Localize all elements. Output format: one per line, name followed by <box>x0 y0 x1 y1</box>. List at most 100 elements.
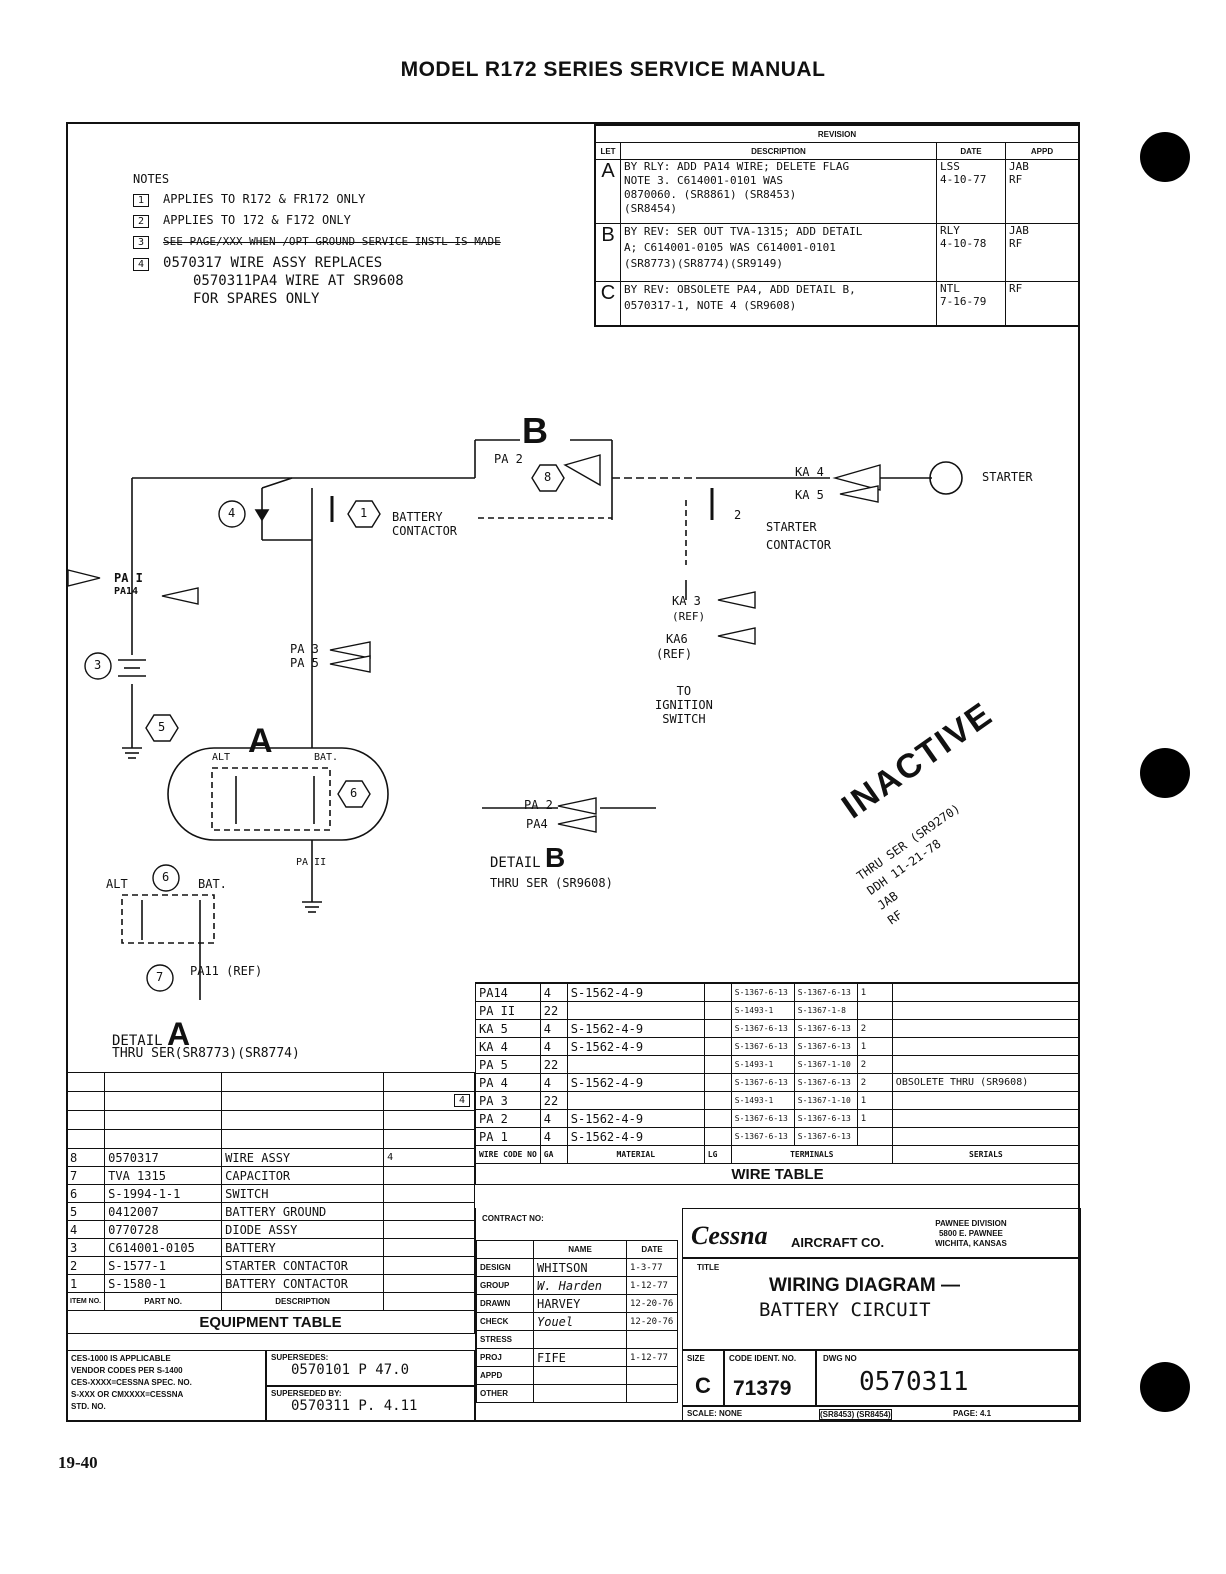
wire-serial <box>891 1019 1081 1038</box>
wire-terminal: S-1367-6-13 <box>730 1109 795 1128</box>
superseded-by-label: SUPERSEDED BY: <box>271 1389 342 1398</box>
label-line: CONTACTOR <box>392 524 458 538</box>
wire-flag <box>856 1001 893 1020</box>
detail-b-pa4: PA4 <box>526 817 548 831</box>
sign-date: 1-12-77 <box>626 1348 678 1367</box>
note-text: APPLIES TO R172 & FR172 ONLY <box>163 192 366 206</box>
wire-code: KA 4 <box>475 1037 541 1056</box>
drawing-subtitle: BATTERY CIRCUIT <box>759 1299 931 1321</box>
ka6-label: KA6 <box>666 632 688 646</box>
wire-hdr: WIRE CODE NO <box>475 1145 541 1164</box>
detail-a-serial: THRU SER(SR8773)(SR8774) <box>112 1046 300 1061</box>
equip-hdr: PART NO. <box>104 1292 223 1311</box>
ces-line: S-XXX OR CMXXXX=CESSNA <box>71 1390 184 1399</box>
sign-date: 1-12-77 <box>626 1276 678 1295</box>
sign-date <box>626 1366 678 1385</box>
detail-b-marker: B <box>522 410 548 451</box>
wire-code: PA 2 <box>475 1109 541 1128</box>
wire-ga: 4 <box>539 1109 568 1128</box>
detail-b-pa2: PA 2 <box>524 798 553 812</box>
code-label: CODE IDENT. NO. <box>729 1354 797 1363</box>
page-title: MODEL R172 SERIES SERVICE MANUAL <box>400 58 826 81</box>
callout-circle <box>218 500 246 528</box>
wire-hdr: SERIALS <box>891 1145 1081 1164</box>
wire-terminal: S-1367-6-13 <box>730 1127 795 1146</box>
signer <box>533 1366 627 1385</box>
note-text: SEE PAGE/XXX WHEN /OPT GROUND SERVICE IN… <box>163 235 501 248</box>
wire-hdr: MATERIAL <box>566 1145 705 1164</box>
rev-appd-initials: JAB <box>1009 160 1029 174</box>
division-line: 5800 E. PAWNEE <box>938 1229 1003 1238</box>
table-row: APPD <box>476 1366 678 1385</box>
wire-serial <box>891 1091 1081 1110</box>
wire-flag <box>856 1127 893 1146</box>
pa1-label: PA I <box>114 571 143 585</box>
ignition-label: TO IGNITION SWITCH <box>655 684 713 726</box>
equip-no: 5 <box>65 1202 106 1221</box>
wire-flag: 1 <box>856 1091 893 1110</box>
division-block: PAWNEE DIVISION 5800 E. PAWNEE WICHITA, … <box>935 1219 1007 1249</box>
rev-desc-line: 0570317-1, NOTE 4 (SR9608) <box>624 299 797 312</box>
ka6-ref: (REF) <box>656 647 693 661</box>
wire-flag: 2 <box>856 1073 893 1092</box>
rev-date-initials: LSS <box>940 160 960 174</box>
wire-flag: 2 <box>856 1055 893 1074</box>
note-flag: 4 <box>133 258 150 271</box>
callout-1: 1 <box>360 506 368 520</box>
wire-hdr: LG <box>703 1145 732 1164</box>
note-4-line3: FOR SPARES ONLY <box>193 291 320 307</box>
binder-hole-top <box>1140 132 1190 182</box>
equip-desc: BATTERY GROUND <box>221 1202 385 1221</box>
revision-row: A BY RLY: ADD PA14 WIRE; DELETE FLAG NOT… <box>594 159 1080 224</box>
wire-ga: 4 <box>539 1073 568 1092</box>
ka3-label: KA 3 <box>672 594 701 608</box>
equip-desc: BATTERY CONTACTOR <box>221 1274 385 1293</box>
flag-triangle <box>717 627 756 645</box>
wire-hdr: TERMINALS <box>730 1145 893 1164</box>
role: APPD <box>476 1366 534 1385</box>
callout-6: 6 <box>350 786 358 800</box>
title-box: TITLE WIRING DIAGRAM — BATTERY CIRCUIT <box>682 1258 1081 1350</box>
wire-serial <box>891 1127 1081 1146</box>
callout-5: 5 <box>158 720 166 734</box>
detail-letter: A <box>167 1016 191 1052</box>
size-value: C <box>695 1373 711 1398</box>
equip-part: 0570317 <box>104 1148 223 1167</box>
wire-material: S-1562-4-9 <box>566 1019 705 1038</box>
equip-desc: CAPACITOR <box>221 1166 385 1185</box>
wire-terminal: S-1367-6-13 <box>793 1019 858 1038</box>
wire-flag: 2 <box>856 1019 893 1038</box>
wire-flag: 1 <box>856 1109 893 1128</box>
equip-no: 6 <box>65 1184 106 1203</box>
equip-part: 0770728 <box>104 1220 223 1239</box>
wire-ga: 4 <box>539 982 568 1002</box>
supersedes-value: 0570101 P 47.0 <box>291 1362 410 1378</box>
note-flag: 1 <box>133 194 150 207</box>
small-switch-bat: BAT. <box>198 877 227 891</box>
signer <box>533 1384 627 1403</box>
dwg-box: DWG NO 0570311 <box>816 1350 1081 1406</box>
wire-terminal: S-1367-6-13 <box>730 982 795 1002</box>
sign-date <box>626 1384 678 1403</box>
equip-part: S-1577-1 <box>104 1256 223 1275</box>
rev-desc-line: (SR8454) <box>624 202 677 215</box>
equip-part: 0412007 <box>104 1202 223 1221</box>
rev-appd: RF <box>1005 281 1080 326</box>
sign-date: 12-20-76 <box>626 1294 678 1313</box>
pa2-label: PA 2 <box>494 452 523 466</box>
sr-reference: (SR8453) (SR8454) <box>819 1409 892 1420</box>
switch-alt-label: ALT <box>212 752 231 763</box>
signer: WHITSON <box>533 1258 627 1277</box>
rev-desc-line: A; C614001-0105 WAS C614001-0101 <box>624 241 836 254</box>
equip-desc: STARTER CONTACTOR <box>221 1256 385 1275</box>
